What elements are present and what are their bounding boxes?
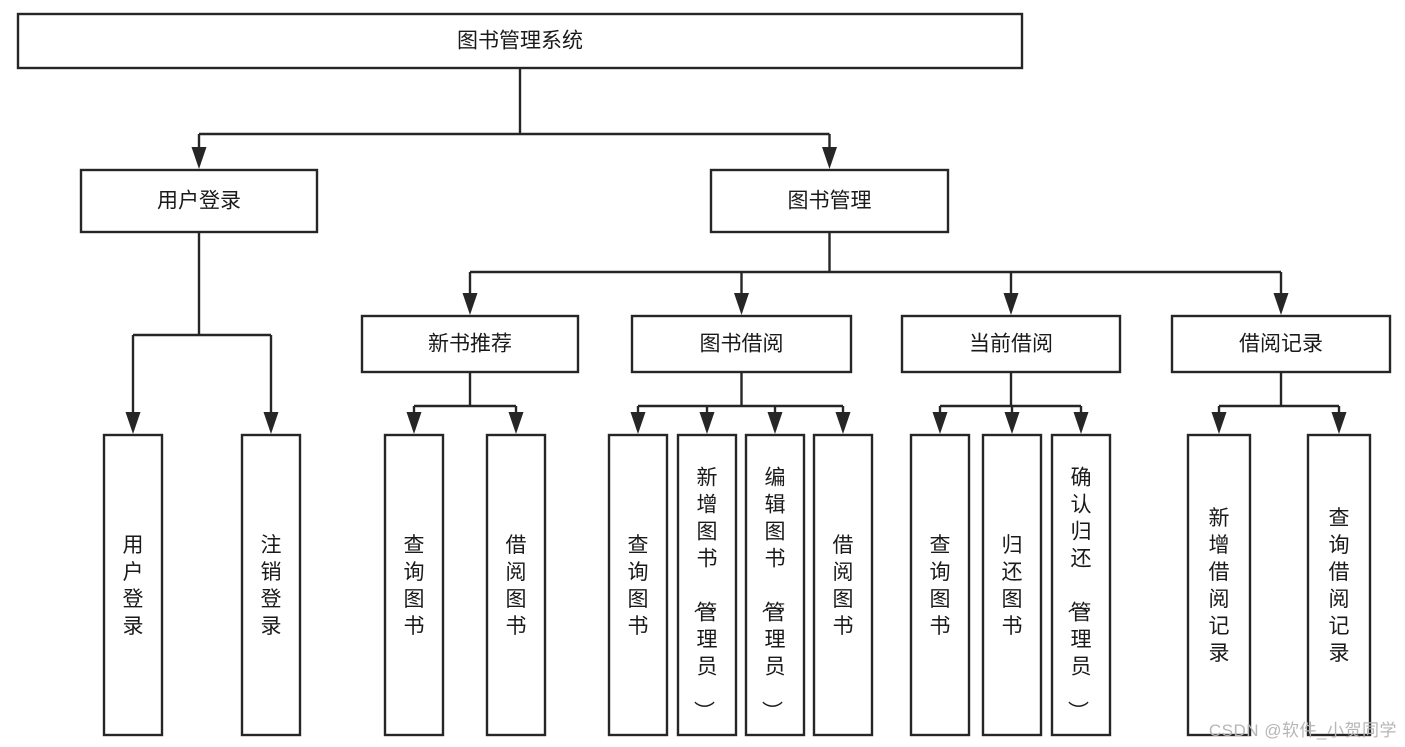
connector-layer <box>125 68 1347 434</box>
node-current-borrow[interactable]: 当前借阅 <box>900 314 1122 374</box>
node-box-leaf-cb-query-book[interactable] <box>909 433 971 737</box>
connector-arrowhead <box>767 412 783 434</box>
node-box-new-book-rec[interactable] <box>360 314 580 374</box>
csdn-watermark: CSDN @软件_小贺同学 <box>1208 721 1397 740</box>
node-leaf-bb-edit-book[interactable]: 编辑图书（管理员） <box>744 433 806 737</box>
node-leaf-cb-query-book[interactable]: 查询图书 <box>909 433 971 737</box>
node-label-leaf-cb-return-book: 归还图书 <box>1002 534 1023 638</box>
node-label-root: 图书管理系统 <box>457 30 583 53</box>
connector-arrowhead <box>932 412 948 434</box>
connector-arrowhead <box>263 412 279 434</box>
node-leaf-rec-borrow-book[interactable]: 借阅图书 <box>485 433 547 737</box>
node-label-leaf-bb-add-book: 新增图书（管理员） <box>692 467 718 722</box>
connector-arrowhead <box>1273 293 1289 315</box>
node-label-current-borrow: 当前借阅 <box>969 333 1053 356</box>
connector-group-borrow-record <box>1211 372 1347 434</box>
connector-arrowhead <box>1073 412 1089 434</box>
connector-group-user-login <box>125 232 279 434</box>
connector-arrowhead <box>1003 293 1019 315</box>
connector-arrowhead <box>699 412 715 434</box>
connector-group-book-manage <box>462 232 1289 315</box>
node-box-user-login[interactable] <box>79 168 319 234</box>
node-user-login[interactable]: 用户登录 <box>79 168 319 234</box>
connector-group-book-borrow <box>630 372 851 434</box>
node-box-leaf-bb-query-book[interactable] <box>607 433 669 737</box>
node-leaf-br-add-record[interactable]: 新增借阅记录 <box>1186 433 1252 737</box>
connector-arrowhead <box>191 147 207 169</box>
node-box-leaf-cb-return-book[interactable] <box>981 433 1043 737</box>
node-box-root[interactable] <box>16 12 1024 70</box>
node-book-borrow[interactable]: 图书借阅 <box>630 314 853 374</box>
node-leaf-cb-return-book[interactable]: 归还图书 <box>981 433 1043 737</box>
connector-arrowhead <box>630 412 646 434</box>
connector-group-new-book-rec <box>406 372 524 434</box>
connector-group-root <box>191 68 837 169</box>
node-book-manage[interactable]: 图书管理 <box>709 168 950 234</box>
node-leaf-user-logout[interactable]: 注销登录 <box>240 433 302 737</box>
node-box-leaf-user-login[interactable] <box>102 433 164 737</box>
node-label-borrow-record: 借阅记录 <box>1239 333 1323 356</box>
node-box-leaf-bb-edit-book[interactable] <box>744 433 806 737</box>
node-leaf-user-login[interactable]: 用户登录 <box>102 433 164 737</box>
node-label-book-borrow: 图书借阅 <box>700 333 784 356</box>
node-label-leaf-rec-borrow-book: 借阅图书 <box>506 534 527 638</box>
node-layer: 图书管理系统用户登录图书管理新书推荐图书借阅当前借阅借阅记录用户登录注销登录查询… <box>16 12 1392 737</box>
connector-arrowhead <box>734 293 749 315</box>
node-borrow-record[interactable]: 借阅记录 <box>1170 314 1392 374</box>
node-box-leaf-rec-borrow-book[interactable] <box>485 433 547 737</box>
node-label-leaf-rec-query-book: 查询图书 <box>404 534 425 638</box>
node-box-current-borrow[interactable] <box>900 314 1122 374</box>
node-label-user-login: 用户登录 <box>157 190 241 213</box>
node-new-book-rec[interactable]: 新书推荐 <box>360 314 580 374</box>
node-label-leaf-user-login: 用户登录 <box>123 534 144 638</box>
connector-arrowhead <box>1211 412 1227 434</box>
node-label-leaf-bb-edit-book: 编辑图书（管理员） <box>760 467 786 722</box>
node-label-leaf-bb-query-book: 查询图书 <box>628 534 649 638</box>
node-box-leaf-br-add-record[interactable] <box>1186 433 1252 737</box>
connector-arrowhead <box>1004 412 1020 434</box>
node-leaf-rec-query-book[interactable]: 查询图书 <box>383 433 445 737</box>
node-leaf-br-query-record[interactable]: 查询借阅记录 <box>1306 433 1372 737</box>
connector-arrowhead <box>462 293 478 315</box>
connector-arrowhead <box>125 412 141 434</box>
node-label-leaf-cb-query-book: 查询图书 <box>930 534 951 638</box>
node-root[interactable]: 图书管理系统 <box>16 12 1024 70</box>
connector-arrowhead <box>406 412 422 434</box>
node-box-borrow-record[interactable] <box>1170 314 1392 374</box>
node-label-new-book-rec: 新书推荐 <box>428 333 512 356</box>
node-box-leaf-bb-add-book[interactable] <box>676 433 738 737</box>
node-label-leaf-bb-borrow-book: 借阅图书 <box>833 534 854 638</box>
node-leaf-bb-query-book[interactable]: 查询图书 <box>607 433 669 737</box>
node-box-leaf-bb-borrow-book[interactable] <box>812 433 874 737</box>
node-label-leaf-user-logout: 注销登录 <box>261 534 282 638</box>
node-box-leaf-cb-confirm-return[interactable] <box>1050 433 1112 737</box>
connector-arrowhead <box>835 412 851 434</box>
node-label-leaf-cb-confirm-return: 确认归还（管理员） <box>1066 467 1092 722</box>
node-label-book-manage: 图书管理 <box>788 190 872 213</box>
connector-group-current-borrow <box>932 372 1089 434</box>
node-leaf-bb-add-book[interactable]: 新增图书（管理员） <box>676 433 738 737</box>
node-box-leaf-user-logout[interactable] <box>240 433 302 737</box>
connector-arrowhead <box>508 412 524 434</box>
node-leaf-cb-confirm-return[interactable]: 确认归还（管理员） <box>1050 433 1112 737</box>
node-box-book-manage[interactable] <box>709 168 950 234</box>
node-label-leaf-br-query-record: 查询借阅记录 <box>1329 507 1350 665</box>
node-box-leaf-rec-query-book[interactable] <box>383 433 445 737</box>
node-box-book-borrow[interactable] <box>630 314 853 374</box>
connector-arrowhead <box>1331 412 1347 434</box>
connector-arrowhead <box>822 147 837 169</box>
node-leaf-bb-borrow-book[interactable]: 借阅图书 <box>812 433 874 737</box>
node-box-leaf-br-query-record[interactable] <box>1306 433 1372 737</box>
node-label-leaf-br-add-record: 新增借阅记录 <box>1209 507 1230 665</box>
